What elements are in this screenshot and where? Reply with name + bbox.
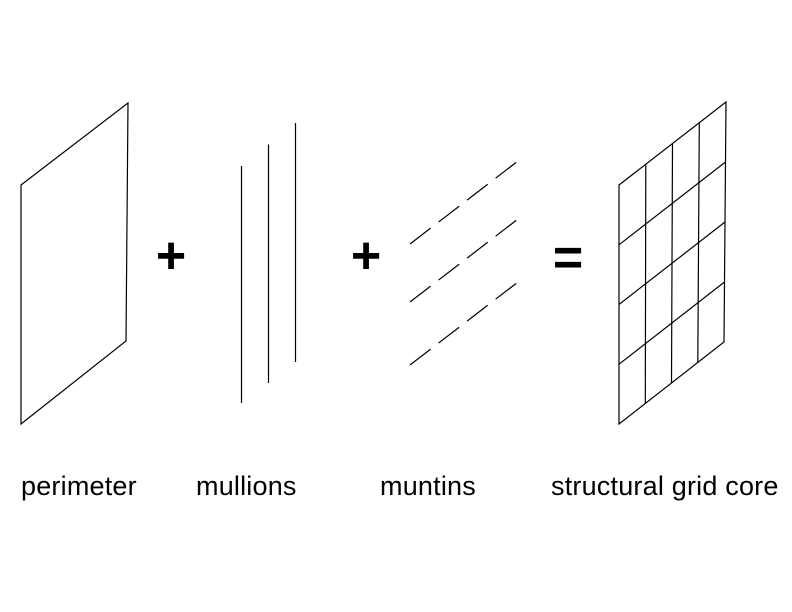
mullions-lines bbox=[242, 123, 296, 403]
muntins-lines bbox=[410, 161, 518, 365]
label-muntins: muntins bbox=[380, 471, 476, 501]
grid-core-outline bbox=[619, 102, 726, 424]
plus-operator-2: + bbox=[350, 227, 382, 285]
label-perimeter: perimeter bbox=[21, 471, 137, 501]
grid-horizontal-3 bbox=[619, 282, 725, 364]
grid-horizontal-1 bbox=[619, 162, 726, 245]
muntin-line-1 bbox=[410, 161, 518, 244]
plus-operator-1: + bbox=[155, 227, 187, 285]
grid-horizontal-2 bbox=[619, 222, 725, 305]
muntin-line-2 bbox=[410, 219, 518, 302]
equals-operator: = bbox=[552, 229, 584, 287]
label-grid-core: structural grid core bbox=[551, 471, 779, 501]
perimeter-outline bbox=[21, 103, 128, 424]
muntin-line-3 bbox=[410, 282, 518, 365]
grid-core-shape bbox=[619, 102, 726, 424]
label-mullions: mullions bbox=[196, 471, 297, 501]
perimeter-shape bbox=[21, 103, 128, 424]
